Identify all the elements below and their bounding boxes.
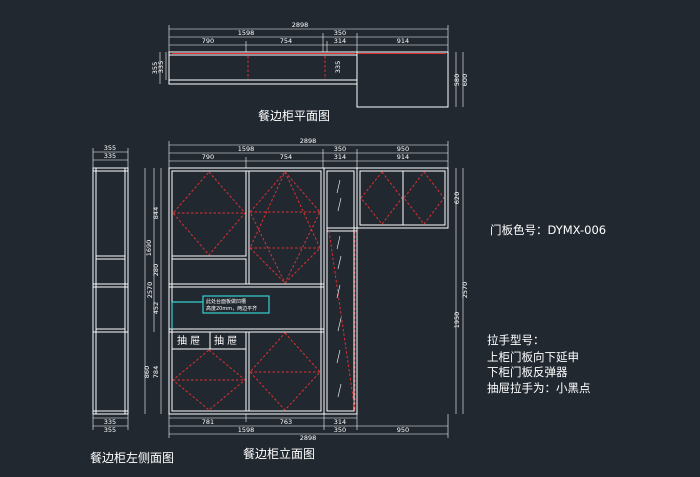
elev-dim-right: 950 (397, 145, 409, 153)
plan-dim-left: 1598 (238, 29, 255, 37)
elev-dim-b950: 950 (397, 426, 409, 434)
elev-dim-790: 790 (202, 153, 214, 161)
side-dim-bot335: 335 (104, 418, 116, 426)
plan-dim-mid: 350 (334, 29, 346, 37)
door-color-note: 门板色号：DYMX-006 (490, 223, 606, 237)
elev-dim-844: 844 (152, 207, 160, 219)
plan-view: 2898 1598 350 790 754 314 914 355 335 33… (151, 21, 469, 123)
elevation-title: 餐边柜立面图 (243, 446, 315, 461)
side-title: 餐边柜左侧面图 (90, 450, 174, 465)
elevation-view: 2898 1598 350 950 790 754 314 914 抽 屉 抽 … (143, 137, 469, 461)
elev-dim-620: 620 (453, 192, 461, 204)
plan-dim-314: 314 (334, 37, 346, 45)
elev-dim-860: 860 (143, 366, 151, 378)
plan-dim-790: 790 (202, 37, 214, 45)
elev-dim-781: 781 (202, 418, 214, 426)
elev-dim-b350: 350 (334, 426, 346, 434)
elev-dim-280: 280 (152, 264, 160, 276)
drawer-label-2: 抽 屉 (214, 334, 237, 347)
handle-title: 拉手型号： (487, 333, 545, 347)
elev-dim-452: 452 (152, 302, 160, 314)
elev-dim-left: 1598 (238, 145, 255, 153)
elev-dim-2570-right: 2570 (461, 282, 469, 299)
side-view: 355 335 335 355 餐边柜左侧面图 (90, 144, 174, 465)
plan-dim-355: 355 (151, 62, 159, 74)
plan-dim-600: 600 (461, 74, 469, 86)
elev-dim-2570-left: 2570 (146, 282, 154, 299)
callout-line1: 此处台面板做凹槽 (206, 298, 246, 305)
handle-line2: 下柜门板反弹器 (487, 365, 568, 379)
elev-dim-b1598: 1598 (238, 426, 255, 434)
handle-line3: 抽屉拉手为：小黑点 (487, 381, 591, 395)
handle-line1: 上柜门板向下延申 (487, 350, 579, 364)
plan-dim-335-left: 335 (157, 61, 165, 73)
side-dim-top355: 355 (104, 144, 116, 152)
side-dim-top335: 335 (104, 152, 116, 160)
callout-line2: 高度20mm，两边平齐 (206, 305, 257, 312)
plan-dim-335-mid: 335 (334, 61, 342, 73)
elev-dim-mid: 350 (334, 145, 346, 153)
drawer-label-1: 抽 屉 (177, 334, 200, 347)
elev-dim-914: 914 (397, 153, 409, 161)
notes: 门板色号：DYMX-006 拉手型号： 上柜门板向下延申 下柜门板反弹器 抽屉拉… (487, 223, 606, 395)
plan-title: 餐边柜平面图 (258, 108, 330, 123)
elev-dim-314: 314 (334, 153, 346, 161)
elev-dim-784: 784 (152, 366, 160, 378)
side-dim-bot355: 355 (104, 426, 116, 434)
elev-dim-total: 2898 (300, 137, 317, 145)
elev-dim-b314: 314 (334, 418, 346, 426)
elev-dim-1950: 1950 (453, 312, 461, 329)
plan-dim-total: 2898 (292, 21, 309, 29)
elev-dim-1690: 1690 (145, 240, 153, 257)
elev-dim-763: 763 (280, 418, 292, 426)
plan-dim-754: 754 (280, 37, 292, 45)
elev-dim-b2898: 2898 (300, 434, 317, 442)
elev-dim-754: 754 (280, 153, 292, 161)
plan-dim-580: 580 (453, 74, 461, 86)
plan-dim-914: 914 (397, 37, 409, 45)
